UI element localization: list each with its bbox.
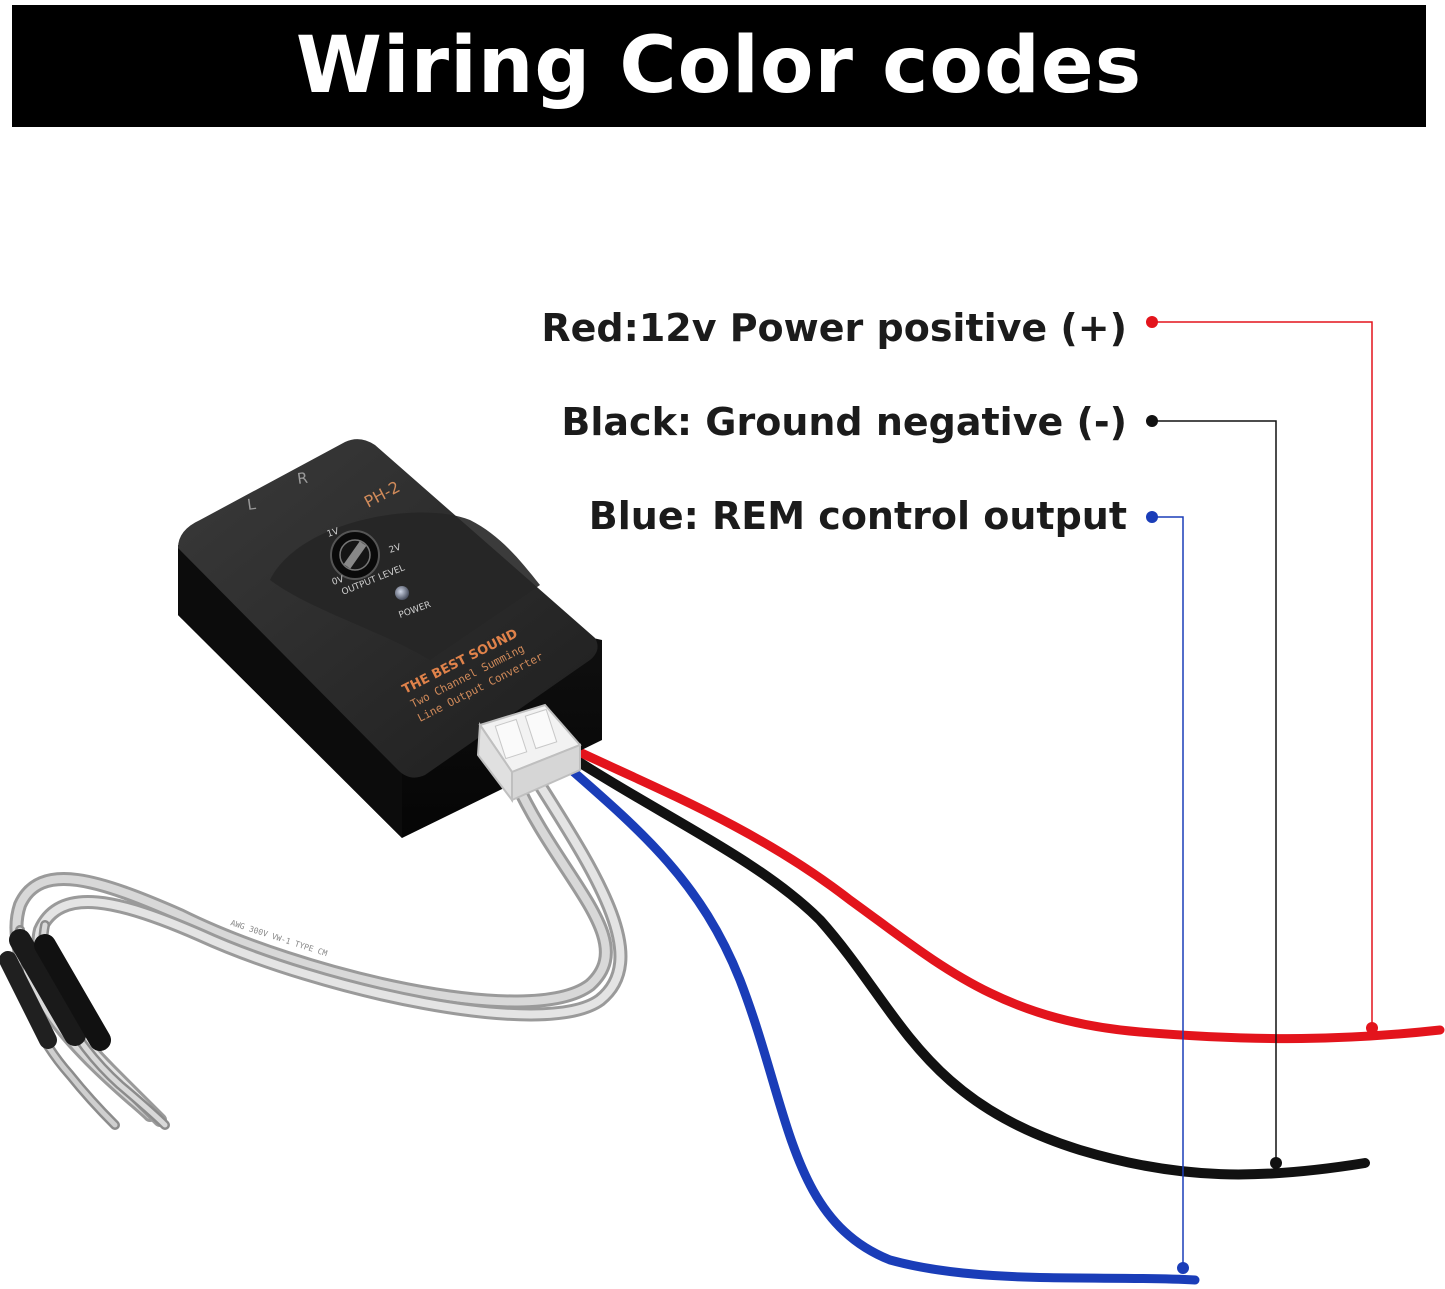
power-led: [395, 586, 409, 600]
converter-device: L R PH-2 1V 0V 2V OUTPUT LEVEL POWER THE…: [178, 439, 602, 838]
red-label-dot: [1146, 316, 1158, 328]
black-label-dot: [1146, 415, 1158, 427]
red-wire-label: Red:12v Power positive (+): [541, 306, 1127, 350]
blue-wire-label: Blue: REM control output: [588, 494, 1127, 538]
black-wire: [563, 750, 1370, 1180]
signal-wires: [555, 745, 1445, 1285]
red-callout-line: [1152, 321, 1373, 1028]
knob-left-label: 0V: [331, 574, 346, 587]
callout-lines: [1152, 321, 1373, 1268]
black-wire-dot: [1270, 1157, 1282, 1169]
right-channel-label: R: [296, 469, 309, 488]
title-banner: Wiring Color codes: [12, 5, 1426, 127]
knob-right-label: 2V: [388, 542, 403, 555]
blue-callout-line: [1152, 516, 1184, 1268]
red-wire-dot: [1366, 1022, 1378, 1034]
rca-cables: [9, 773, 628, 1130]
black-wire-label: Black: Ground negative (-): [561, 400, 1127, 444]
page-title: Wiring Color codes: [295, 21, 1143, 111]
callout-dots: [1146, 316, 1378, 1274]
knob-top-label: 1V: [326, 526, 341, 539]
device-front: [178, 548, 402, 838]
blue-label-dot: [1146, 511, 1158, 523]
output-level-knob: [330, 530, 380, 580]
wire-connector: [476, 703, 582, 803]
blue-wire-dot: [1177, 1262, 1189, 1274]
red-wire: [570, 745, 1445, 1044]
black-callout-line: [1152, 420, 1277, 1163]
left-channel-label: L: [246, 495, 257, 514]
blue-wire: [555, 755, 1200, 1285]
heat-shrink-sleeves: [0, 929, 111, 1051]
